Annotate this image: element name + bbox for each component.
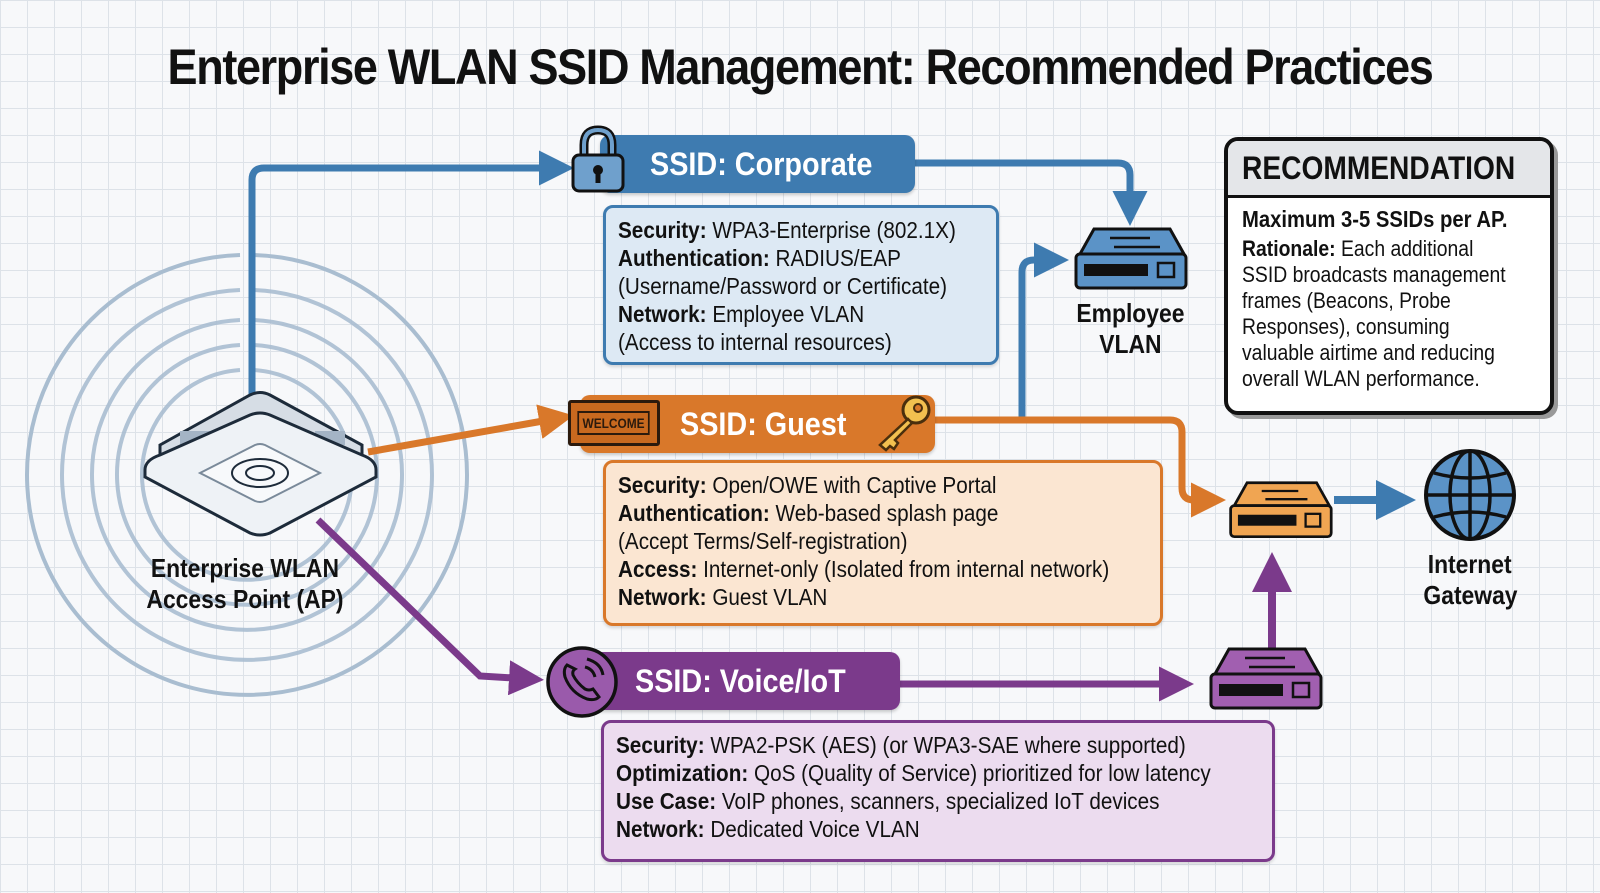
detail-line: (Accept Terms/Self-registration) <box>618 528 908 554</box>
guest-link <box>367 404 574 456</box>
guest-to-switch-link <box>935 416 1226 518</box>
wireless-access-point-icon <box>140 385 380 560</box>
padlock-icon <box>570 125 626 200</box>
detail-line: Authentication: RADIUS/EAP <box>618 245 901 271</box>
guest-to-employee-vlan-link <box>1018 242 1069 418</box>
guest-switch-icon[interactable] <box>1222 480 1338 549</box>
corporate-to-employee-vlan-link <box>915 159 1148 226</box>
key-icon <box>872 393 934 458</box>
recommendation-maximum: Maximum 3-5 SSIDs per AP. <box>1242 206 1508 232</box>
detail-line: Network: Employee VLAN <box>618 301 865 327</box>
page-title: Enterprise WLAN SSID Management: Recomme… <box>167 39 1434 95</box>
detail-line: Use Case: VoIP phones, scanners, special… <box>616 788 1160 814</box>
detail-line: Network: Dedicated Voice VLAN <box>616 816 920 842</box>
ssid-corporate-header[interactable]: SSID: Corporate <box>600 135 915 193</box>
detail-line: Security: WPA3-Enterprise (802.1X) <box>618 217 956 243</box>
ssid-voice-header[interactable]: SSID: Voice/IoT <box>565 652 900 710</box>
phone-icon <box>545 645 619 724</box>
internet-gateway-label: Internet Gateway <box>1422 549 1518 610</box>
detail-line: Security: Open/OWE with Captive Portal <box>618 472 997 498</box>
recommendation-body: Maximum 3-5 SSIDs per AP. Rationale: Eac… <box>1228 198 1550 400</box>
voice-link <box>315 517 544 696</box>
ssid-guest-details: Security: Open/OWE with Captive Portal A… <box>603 460 1163 626</box>
detail-line: Optimization: QoS (Quality of Service) p… <box>616 760 1211 786</box>
globe-icon[interactable] <box>1422 447 1518 548</box>
detail-line: Authentication: Web-based splash page <box>618 500 999 526</box>
detail-line: Security: WPA2-PSK (AES) (or WPA3-SAE wh… <box>616 732 1186 758</box>
access-point-label: Enterprise WLAN Access Point (AP) <box>146 553 344 614</box>
corporate-link <box>248 150 574 395</box>
detail-line: (Access to internal resources) <box>618 329 892 355</box>
ssid-voice-details: Security: WPA2-PSK (AES) (or WPA3-SAE wh… <box>601 720 1275 862</box>
voice-switch-icon[interactable] <box>1205 646 1325 721</box>
employee-vlan-label: Employee VLAN <box>1075 298 1185 359</box>
recommendation-heading: RECOMMENDATION <box>1228 141 1550 198</box>
ssid-corporate-details: Security: WPA3-Enterprise (802.1X) Authe… <box>603 205 999 365</box>
detail-line: Network: Guest VLAN <box>618 584 828 610</box>
detail-line: Access: Internet-only (Isolated from int… <box>618 556 1110 582</box>
recommendation-panel: RECOMMENDATION Maximum 3-5 SSIDs per AP.… <box>1224 137 1554 415</box>
radio-waves <box>25 253 469 697</box>
detail-line: (Username/Password or Certificate) <box>618 273 948 299</box>
welcome-ticket-icon: WELCOME <box>568 400 660 446</box>
employee-vlan-switch-icon[interactable] <box>1070 226 1190 301</box>
